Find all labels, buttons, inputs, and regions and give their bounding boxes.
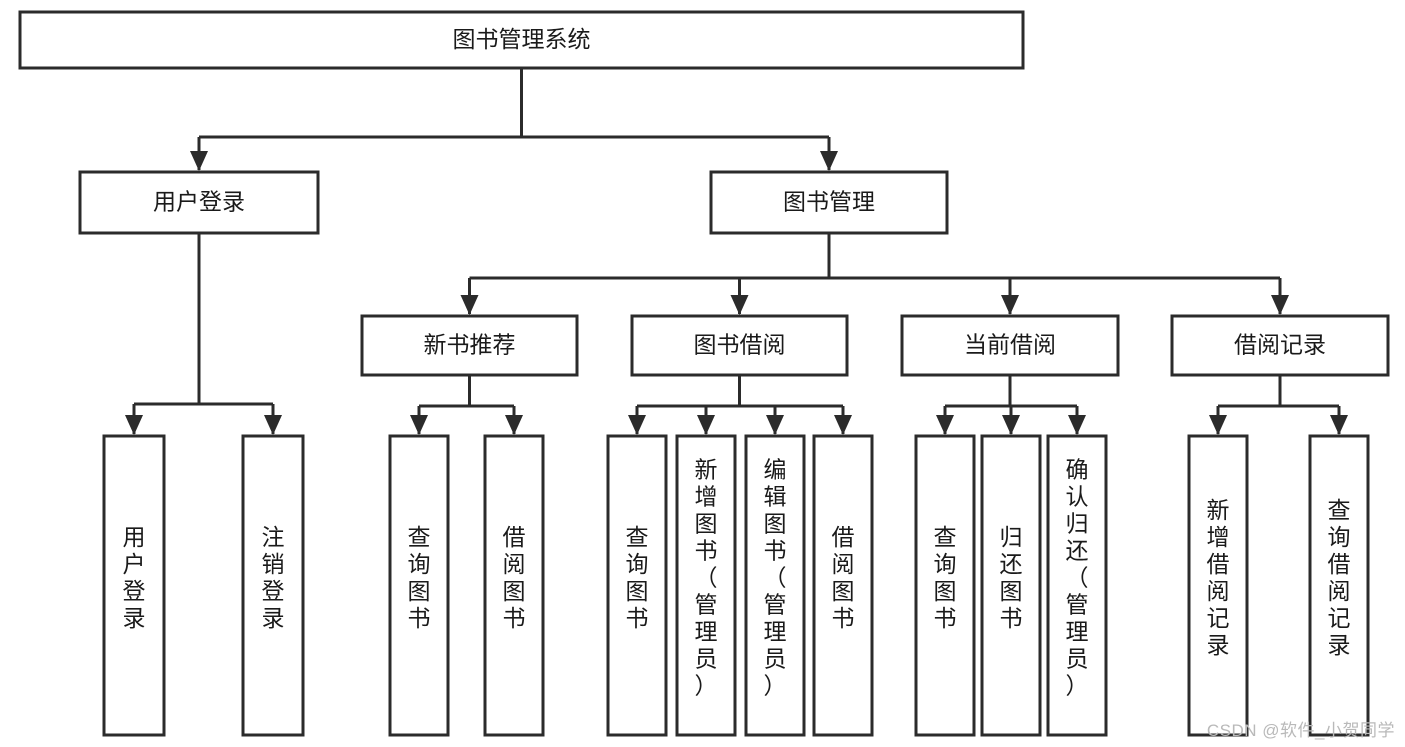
- arrow-head-icon: [410, 415, 428, 435]
- node-label: 图书管理系统: [453, 26, 591, 52]
- node-leaf-新增图书管理员[interactable]: 新增图书（管理员）: [675, 434, 737, 737]
- arrow-head-icon: [1001, 295, 1019, 315]
- arrow-head-icon: [820, 151, 838, 171]
- node-leaf-编辑图书管理员[interactable]: 编辑图书（管理员）: [744, 434, 806, 737]
- node-leaf-新增借阅记录[interactable]: 新增借阅记录: [1187, 434, 1249, 737]
- node-leaf-查询图书[interactable]: 查询图书: [606, 434, 668, 737]
- node-label: 借阅记录: [1234, 332, 1326, 358]
- node-leaf-借阅图书[interactable]: 借阅图书: [812, 434, 874, 737]
- node-root-图书管理系统[interactable]: 图书管理系统: [18, 10, 1025, 70]
- node-box: [1170, 314, 1390, 377]
- arrow-head-icon: [628, 415, 646, 435]
- arrow-head-icon: [1002, 415, 1020, 435]
- arrow-head-icon: [697, 415, 715, 435]
- arrow-head-icon: [264, 415, 282, 435]
- node-box: [388, 434, 450, 737]
- node-label: 用户登录: [123, 524, 146, 631]
- arrow-head-icon: [125, 415, 143, 435]
- node-box: [744, 434, 806, 737]
- node-box: [812, 434, 874, 737]
- node-box: [900, 314, 1120, 377]
- node-box: [483, 434, 545, 737]
- node-label: 查询图书: [626, 524, 649, 631]
- node-leaf-借阅图书[interactable]: 借阅图书: [483, 434, 545, 737]
- node-l2-用户登录[interactable]: 用户登录: [78, 170, 320, 235]
- node-label: 编辑图书（管理员）: [764, 457, 787, 699]
- node-box: [606, 434, 668, 737]
- node-l3-当前借阅[interactable]: 当前借阅: [900, 314, 1120, 377]
- node-box: [1046, 434, 1108, 737]
- arrow-head-icon: [1271, 295, 1289, 315]
- node-leaf-查询图书[interactable]: 查询图书: [914, 434, 976, 737]
- node-box: [630, 314, 849, 377]
- node-label: 查询图书: [408, 524, 431, 631]
- node-label: 确认归还（管理员）: [1066, 457, 1089, 699]
- node-leaf-查询图书[interactable]: 查询图书: [388, 434, 450, 737]
- node-label: 用户登录: [153, 189, 245, 215]
- node-label: 借阅图书: [832, 524, 855, 631]
- arrow-head-icon: [730, 295, 749, 315]
- node-box: [360, 314, 579, 377]
- node-box: [1308, 434, 1370, 737]
- node-label: 新书推荐: [424, 332, 516, 358]
- node-label: 图书管理: [783, 189, 875, 215]
- node-l2-图书管理[interactable]: 图书管理: [709, 170, 949, 235]
- arrow-head-icon: [190, 151, 208, 171]
- node-l3-借阅记录[interactable]: 借阅记录: [1170, 314, 1390, 377]
- node-box: [78, 170, 320, 235]
- node-l3-新书推荐[interactable]: 新书推荐: [360, 314, 579, 377]
- node-leaf-注销登录[interactable]: 注销登录: [241, 434, 305, 737]
- node-label: 归还图书: [1000, 524, 1023, 631]
- node-leaf-用户登录[interactable]: 用户登录: [102, 434, 166, 737]
- node-label: 注销登录: [262, 524, 285, 631]
- node-label: 新增借阅记录: [1207, 497, 1230, 658]
- node-label: 当前借阅: [964, 332, 1056, 358]
- node-box: [102, 434, 166, 737]
- node-box: [709, 170, 949, 235]
- node-label: 图书借阅: [694, 332, 786, 358]
- node-leaf-归还图书[interactable]: 归还图书: [980, 434, 1042, 737]
- node-box: [241, 434, 305, 737]
- node-l3-图书借阅[interactable]: 图书借阅: [630, 314, 849, 377]
- arrow-head-icon: [936, 415, 954, 435]
- node-leaf-确认归还管理员[interactable]: 确认归还（管理员）: [1046, 434, 1108, 737]
- node-label: 借阅图书: [503, 524, 526, 631]
- node-box: [980, 434, 1042, 737]
- arrow-head-icon: [505, 415, 523, 435]
- connector-layer: [125, 68, 1348, 435]
- arrow-head-icon: [1209, 415, 1227, 435]
- node-label: 查询图书: [934, 524, 957, 631]
- arrow-head-icon: [1330, 415, 1348, 435]
- node-label: 查询借阅记录: [1328, 497, 1351, 658]
- node-label: 新增图书（管理员）: [695, 457, 718, 699]
- node-layer: 图书管理系统用户登录图书管理新书推荐图书借阅当前借阅借阅记录用户登录注销登录查询…: [18, 10, 1390, 737]
- node-box: [1187, 434, 1249, 737]
- arrow-head-icon: [1068, 415, 1086, 435]
- node-box: [675, 434, 737, 737]
- node-box: [914, 434, 976, 737]
- arrow-head-icon: [766, 415, 784, 435]
- node-box: [18, 10, 1025, 70]
- arrow-head-icon: [834, 415, 852, 435]
- node-leaf-查询借阅记录[interactable]: 查询借阅记录: [1308, 434, 1370, 737]
- arrow-head-icon: [460, 295, 479, 315]
